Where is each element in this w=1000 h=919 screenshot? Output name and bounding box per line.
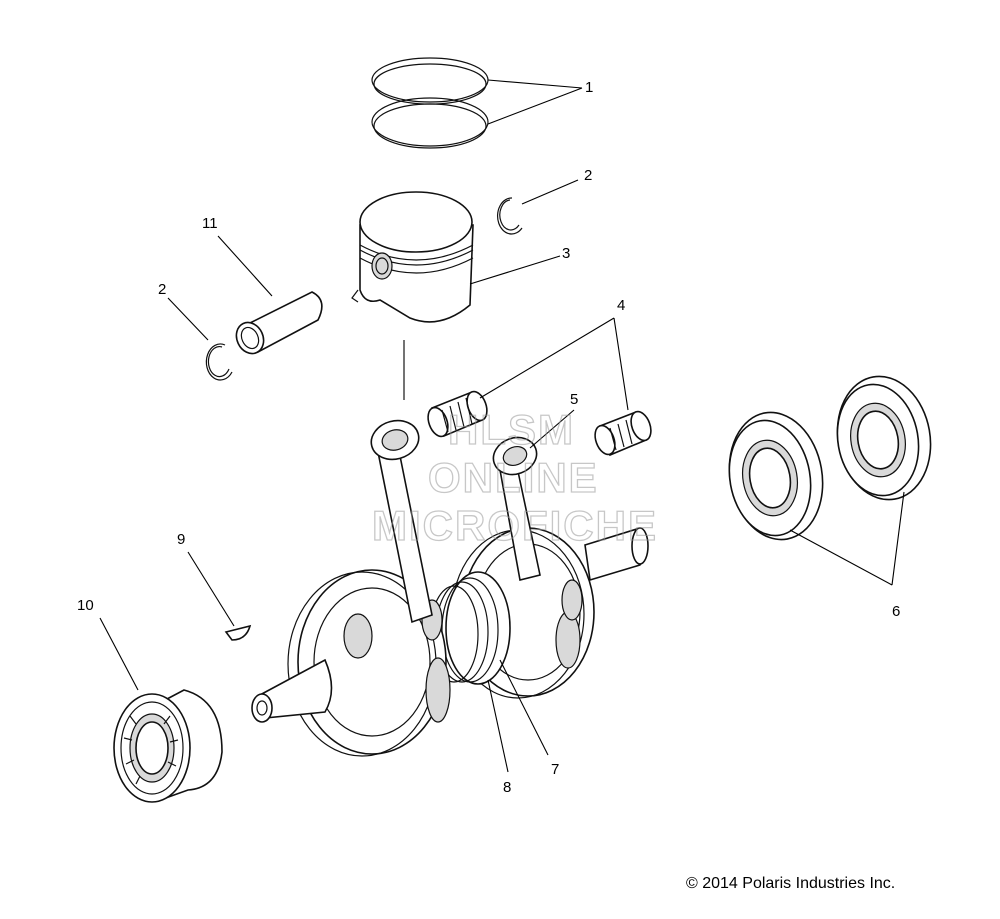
piston-rings [371,57,489,149]
copyright-notice: © 2014 Polaris Industries Inc. [686,875,896,892]
needle-bearing-left [427,390,488,438]
watermark: HLSM ONLINE MICROFICHE [371,405,658,549]
callout-10: 10 [77,597,94,614]
callout-6: 6 [892,603,900,620]
connecting-rod-left [370,419,433,624]
needle-bearing-right [594,410,652,457]
callout-3: 3 [562,245,570,262]
piston-pin [235,291,323,355]
watermark-line-3: MICROFICHE [372,502,658,549]
main-bearing-right [836,375,932,501]
callout-7: 7 [551,761,559,778]
watermark-line-1: HLSM [448,406,575,453]
piston-pin-circlip-left [205,343,233,381]
piston-pin-circlip-right [497,197,523,235]
callout-1: 1 [585,79,593,96]
center-labyrinth-seal [429,571,511,685]
callout-5: 5 [570,391,578,408]
callout-2-left: 2 [158,281,166,298]
callout-11: 11 [202,215,218,232]
crankshaft-assembly [251,419,649,757]
connecting-rod-right [492,436,541,581]
roller-bearing [113,689,223,803]
woodruff-key [224,624,252,641]
callout-8: 8 [503,779,511,796]
watermark-line-2: ONLINE [428,454,599,501]
main-bearing-left [728,411,824,541]
callout-4: 4 [617,297,625,314]
callout-9: 9 [177,531,185,548]
callout-2-right: 2 [584,167,592,184]
leader-lines [99,79,905,773]
piston [351,191,474,323]
callout-labels: 1 2 3 11 2 4 5 6 7 8 9 10 [77,79,900,796]
